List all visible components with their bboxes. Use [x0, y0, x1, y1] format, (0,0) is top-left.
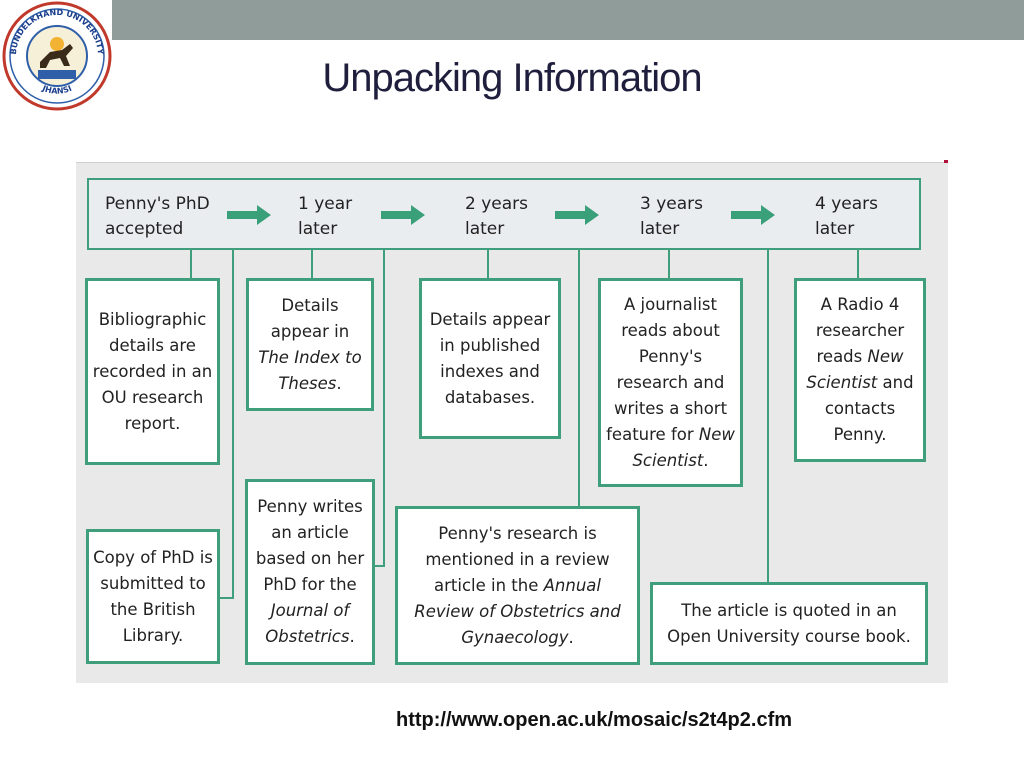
event-journal-article: Penny writes an article based on her PhD… — [245, 479, 375, 665]
event-radio-4-contact: A Radio 4 researcher reads New Scientist… — [794, 278, 926, 462]
timeline-label-phd-accepted: Penny's PhD accepted — [105, 194, 210, 239]
body-text: The article is quoted in an Open Univers… — [667, 600, 911, 646]
body-text: . — [568, 627, 574, 647]
emphasis-text: Annual Review of Obstetrics and Gynaecol… — [414, 575, 621, 647]
event-course-book-quote: The article is quoted in an Open Univers… — [650, 582, 928, 665]
panel-accent — [944, 160, 948, 163]
logo-horse-rider-icon — [40, 44, 73, 68]
event-text: Penny's research is mentioned in a revie… — [402, 521, 633, 651]
event-new-scientist-feature: A journalist reads about Penny's researc… — [598, 278, 743, 487]
logo-fort-icon — [38, 70, 76, 79]
timeline-label-1-year: 1 year later — [298, 194, 353, 239]
arrow-right-icon — [381, 205, 425, 225]
body-text: . — [349, 627, 355, 646]
event-text: Bibliographic details are recorded in an… — [92, 307, 213, 437]
body-text: Copy of PhD is submitted to the British … — [93, 547, 213, 645]
emphasis-text: Journal of Obstetrics — [265, 601, 350, 646]
logo-bottom-text: JHANSI — [40, 83, 73, 95]
arrow-right-icon — [731, 205, 775, 225]
timeline-label-4-years: 4 years later — [815, 194, 879, 239]
arrow-right-icon — [555, 205, 599, 225]
arrow-right-icon — [227, 205, 271, 225]
body-text: Penny's research is mentioned in a revie… — [425, 523, 610, 595]
event-text: Copy of PhD is submitted to the British … — [93, 545, 213, 649]
event-index-to-theses: Details appear in The Index to Theses. — [246, 278, 374, 411]
event-text: Details appear in The Index to Theses. — [253, 293, 367, 397]
timeline-label-2-years: 2 years later — [465, 194, 529, 239]
timeline-label-3-years: 3 years later — [640, 194, 704, 239]
event-bibliographic-details: Bibliographic details are recorded in an… — [85, 278, 220, 465]
body-text: Penny writes an article based on her PhD… — [255, 497, 365, 594]
top-bar — [112, 0, 1024, 40]
emphasis-text: The Index to Theses — [258, 347, 362, 393]
event-copy-submitted: Copy of PhD is submitted to the British … — [86, 529, 220, 664]
body-text: Details appear in — [270, 295, 350, 341]
body-text: A Radio 4 researcher reads — [815, 295, 905, 366]
emphasis-text: New Scientist — [806, 347, 904, 392]
event-text: Details appear in published indexes and … — [426, 307, 554, 411]
body-text: . — [703, 450, 709, 470]
logo-sun-icon — [50, 37, 64, 51]
body-text: and contacts Penny. — [824, 373, 914, 444]
event-text: A journalist reads about Penny's researc… — [605, 292, 736, 474]
event-published-indexes: Details appear in published indexes and … — [419, 278, 561, 439]
emphasis-text: New Scientist — [632, 424, 735, 470]
event-review-article: Penny's research is mentioned in a revie… — [395, 506, 640, 665]
event-text: The article is quoted in an Open Univers… — [657, 598, 921, 650]
body-text: . — [336, 373, 342, 393]
source-url: http://www.open.ac.uk/mosaic/s2t4p2.cfm — [396, 709, 793, 731]
event-text: A Radio 4 researcher reads New Scientist… — [801, 292, 919, 448]
body-text: Bibliographic details are recorded in an… — [92, 309, 213, 433]
university-logo: BUNDELKHAND UNIVERSITY JHANSI — [2, 1, 112, 111]
page-title: Unpacking Information — [322, 56, 702, 100]
event-text: Penny writes an article based on her PhD… — [252, 494, 368, 650]
body-text: A journalist reads about Penny's researc… — [606, 294, 728, 444]
timeline-bar: Penny's PhD accepted 1 year later 2 year… — [87, 178, 921, 250]
body-text: Details appear in published indexes and … — [429, 309, 551, 407]
